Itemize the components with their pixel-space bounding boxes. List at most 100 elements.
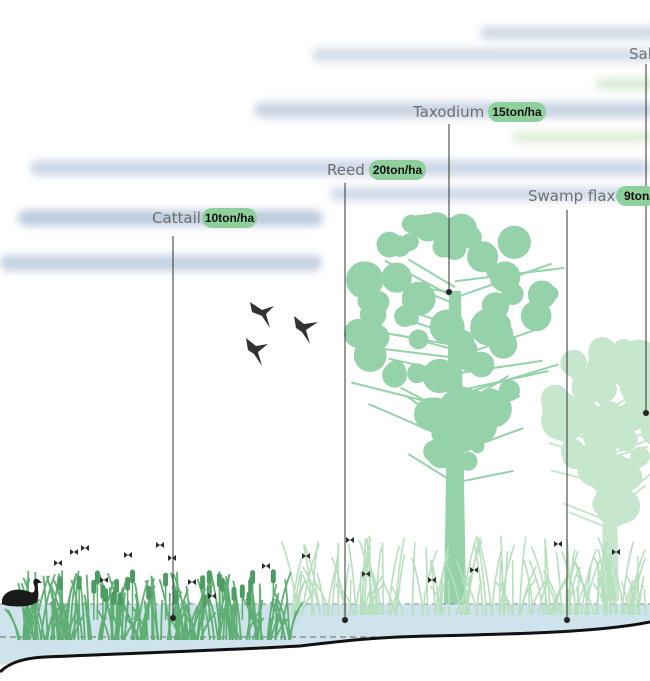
- grass-blade: [606, 550, 613, 616]
- grass-blade: [144, 580, 159, 641]
- tree-branch: [388, 357, 456, 375]
- insect-icon: [262, 563, 270, 569]
- tree-branch: [395, 278, 456, 305]
- tree-branch: [569, 374, 611, 414]
- grass-blade: [394, 537, 406, 616]
- canopy-leaf-cluster: [568, 354, 587, 373]
- grass-blade: [455, 561, 471, 616]
- grass-blade: [175, 588, 189, 641]
- taxodium-leader-dot: [445, 288, 453, 296]
- cattail-head: [91, 579, 97, 594]
- grass-blade: [232, 580, 242, 641]
- tree-branch: [548, 441, 611, 465]
- insect-icon: [100, 577, 108, 583]
- grass-blade: [396, 554, 406, 616]
- grass-blade: [411, 558, 424, 616]
- insect-icon: [156, 542, 164, 548]
- flying-birds: [246, 302, 318, 366]
- canopy-leaf-cluster: [422, 358, 457, 394]
- grass-blade: [365, 574, 384, 616]
- grass-blade: [172, 573, 190, 641]
- canopy-leaf-cluster: [359, 301, 387, 328]
- reed-leader-dot: [341, 616, 349, 624]
- swamp-flax-leader-dot: [563, 616, 571, 624]
- grass-blade: [20, 582, 35, 641]
- grass-blade: [160, 600, 163, 641]
- canopy-leaf-cluster: [385, 360, 406, 381]
- tree-branch: [410, 310, 456, 327]
- grass-blade: [49, 587, 59, 641]
- grass-blade: [473, 543, 484, 616]
- cattail-head: [163, 572, 169, 587]
- grass-blade: [205, 596, 215, 641]
- grass-blade: [434, 553, 450, 616]
- tree-branch: [351, 381, 456, 410]
- sal-leader-dot: [642, 409, 650, 417]
- grass-blade: [523, 559, 535, 616]
- grass-blade: [123, 616, 141, 641]
- grass-blade: [389, 586, 401, 616]
- cattail-head: [114, 579, 120, 593]
- swan-icon: [2, 578, 42, 607]
- tree-branch: [609, 428, 650, 451]
- sal-label: Sal: [629, 45, 650, 63]
- grass-blade: [381, 542, 385, 616]
- cattail-head: [111, 591, 117, 606]
- tree-branch: [454, 266, 565, 283]
- swamp-flax-biomass-badge: 9ton/: [616, 186, 650, 206]
- grass-blade: [429, 560, 437, 616]
- grass-blade: [498, 560, 502, 616]
- cattail-head: [246, 591, 252, 606]
- grass-blade: [440, 583, 445, 616]
- canopy-leaf-cluster: [497, 225, 531, 259]
- insect-icon: [362, 571, 370, 577]
- tree-branch: [406, 318, 456, 337]
- grass-blade: [575, 574, 592, 616]
- tree-branch: [454, 359, 543, 375]
- grass-blade: [110, 608, 113, 641]
- cattail-head: [130, 569, 135, 584]
- insect-icon: [188, 579, 196, 585]
- bird-icon: [294, 316, 318, 344]
- grass-blade: [75, 598, 80, 641]
- grass-blade: [342, 563, 350, 616]
- grass-blade: [595, 540, 608, 616]
- taxodium-label: Taxodium: [413, 103, 485, 121]
- tree-branch: [454, 469, 514, 484]
- grass-blade: [429, 585, 446, 616]
- grass-blade: [183, 601, 197, 641]
- canopy-leaf-cluster: [486, 262, 503, 280]
- canopy-leaf-cluster: [575, 449, 594, 469]
- grass-blade: [49, 583, 67, 641]
- canopy-leaf-cluster: [629, 354, 650, 385]
- insect-icon: [70, 549, 78, 555]
- tree-branch: [609, 456, 650, 477]
- grass-blade: [267, 617, 273, 641]
- salix-tree: [540, 337, 650, 601]
- grass-blade: [517, 579, 537, 616]
- cattail-head: [200, 575, 206, 590]
- grass-blade: [585, 566, 592, 616]
- grass-blade: [44, 614, 55, 641]
- grass-blade: [387, 545, 401, 616]
- grass-blade: [335, 582, 355, 616]
- cloud-streak: [0, 255, 322, 271]
- tree-branch: [405, 394, 456, 431]
- grass-blade: [461, 535, 478, 616]
- canopy-leaf-cluster: [611, 339, 637, 364]
- grass-blade: [7, 609, 20, 641]
- insect-icon: [346, 537, 354, 543]
- tree-branch: [609, 406, 650, 434]
- insect-icon: [81, 545, 89, 551]
- canopy-leaf-cluster: [501, 282, 524, 305]
- grass-blade: [139, 585, 156, 641]
- insect-icon: [470, 567, 478, 573]
- cattail-head: [94, 570, 100, 585]
- grass-blade: [331, 550, 340, 616]
- grass-blade: [555, 551, 563, 616]
- tree-branch: [407, 258, 456, 289]
- grass-blade: [168, 593, 171, 641]
- grass-blade: [530, 546, 550, 616]
- cattail-head: [57, 576, 63, 591]
- grass-blade: [291, 557, 303, 616]
